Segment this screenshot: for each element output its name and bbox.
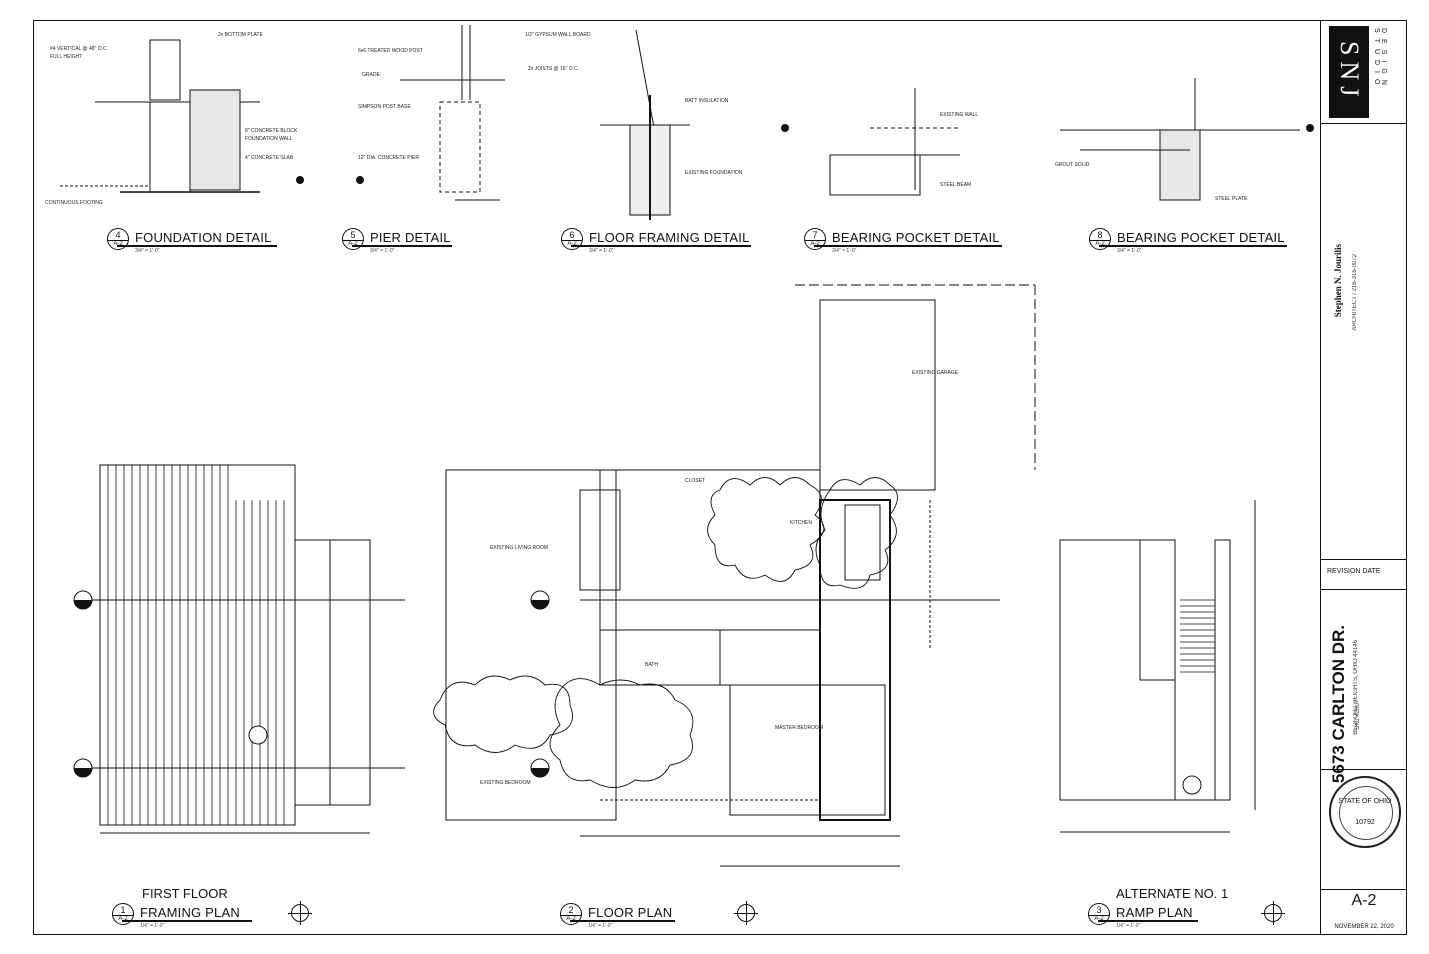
north-arrow-icon	[1261, 901, 1285, 925]
detail-title: BEARING POCKET DETAIL	[1117, 230, 1285, 245]
pier-note-1: 6x6 TREATED WOOD POST	[358, 48, 423, 54]
seal-cell: STATE OF OHIO 10792	[1321, 770, 1407, 890]
detail-sheet-ref: A-2	[805, 240, 825, 247]
detail-number: 6	[569, 230, 575, 240]
floor-note-2: 2x JOISTS @ 16" O.C.	[528, 66, 580, 72]
firm-logo: SNJ	[1329, 26, 1369, 118]
plan-sheet-ref: A-2	[113, 915, 133, 922]
detail-bubble: 4 A-2	[107, 228, 129, 250]
pier-note-2: GRADE	[362, 72, 380, 78]
bearing-note-4: STEEL PLATE	[1215, 196, 1248, 202]
foundation-note-3: FULL HEIGHT	[50, 54, 83, 60]
detail-sheet-ref: A-2	[562, 240, 582, 247]
firm-detail: ARCHITECT / 216-316-0072	[1352, 254, 1358, 331]
plan-room-label-master: MASTER BEDROOM	[775, 725, 824, 731]
plan-title: FRAMING PLAN	[140, 905, 240, 920]
plan-sheet-ref: A-2	[1089, 915, 1109, 922]
plan-room-label-garage: EXISTING GARAGE	[912, 370, 959, 376]
detail-scale: 3/4" = 1'-0"	[589, 248, 614, 254]
title-underline	[570, 920, 675, 922]
detail-bubble: 7 A-2	[804, 228, 826, 250]
revision-label: REVISION DATE	[1327, 568, 1381, 575]
plan-room-label-kitchen: KITCHEN	[790, 520, 812, 526]
plan-room-label-closet: CLOSET	[685, 478, 706, 484]
plan-number: 2	[568, 905, 574, 915]
plan-bubble: 3 A-2	[1088, 903, 1110, 925]
north-arrow-icon	[734, 901, 758, 925]
plan-scale: 1/4" = 1'-0"	[588, 923, 613, 929]
project-number: SNJ #2007	[1355, 700, 1361, 730]
detail-sheet-ref: A-2	[108, 240, 128, 247]
plan-scale: 1/4" = 1'-0"	[1116, 923, 1141, 929]
detail-sheet-ref: A-2	[343, 240, 363, 247]
floor-note-4: EXISTING FOUNDATION	[685, 170, 743, 176]
plan-title: FLOOR PLAN	[588, 905, 673, 920]
revision-cell: REVISION DATE	[1321, 560, 1407, 590]
detail-scale: 3/4" = 1'-0"	[370, 248, 395, 254]
foundation-note-1: 2x BOTTOM PLATE	[218, 32, 263, 38]
pier-note-3: SIMPSON POST BASE	[358, 104, 411, 110]
detail-scale: 3/4" = 1'-0"	[832, 248, 857, 254]
detail-title: BEARING POCKET DETAIL	[832, 230, 1000, 245]
bearing-note-3: GROUT SOLID	[1055, 162, 1090, 168]
plan-number: 3	[1096, 905, 1102, 915]
sheet-number: A-2	[1351, 892, 1377, 909]
sheet-border	[33, 20, 1407, 935]
project-title: 5673 CARLTON DR.	[1329, 625, 1348, 784]
plan-bubble: 2 A-2	[560, 903, 582, 925]
title-underline	[1098, 920, 1198, 922]
pier-note-4: 12" DIA. CONCRETE PIER	[358, 155, 419, 161]
plan-sheet-ref: A-2	[561, 915, 581, 922]
bearing-note-1: STEEL BEAM	[940, 182, 972, 188]
foundation-note-5: FOUNDATION WALL	[245, 136, 293, 142]
title-underline	[571, 245, 751, 247]
plan-room-label-bedroom: EXISTING BEDROOM	[480, 780, 531, 786]
title-underline	[352, 245, 452, 247]
seal-inner-ring	[1339, 786, 1393, 840]
plan-number: 1	[120, 905, 126, 915]
detail-title: FLOOR FRAMING DETAIL	[589, 230, 750, 245]
foundation-note-2: #4 VERTICAL @ 48" O.C.	[50, 46, 108, 52]
firm-logo-subtitle: DESIGN STUDIO	[1373, 28, 1387, 91]
north-arrow-icon	[288, 901, 312, 925]
plan-room-label-living: EXISTING LIVING ROOM	[490, 545, 549, 551]
foundation-note-7: CONTINUOUS FOOTING	[45, 200, 103, 206]
logo-cell: SNJ DESIGN STUDIO	[1321, 20, 1407, 124]
floor-note-3: BATT INSULATION	[685, 98, 729, 104]
title-underline	[1099, 245, 1287, 247]
plan-title: RAMP PLAN	[1116, 905, 1193, 920]
firm-name: Stephen N. Jourilis	[1333, 244, 1343, 318]
plan-3-title-line1: ALTERNATE NO. 1	[1116, 886, 1229, 901]
plan-bubble: 1 A-2	[112, 903, 134, 925]
plan-1-title-line1: FIRST FLOOR	[142, 886, 228, 901]
detail-bubble: 6 A-2	[561, 228, 583, 250]
detail-number: 7	[812, 230, 818, 240]
project-cell: 5673 CARLTON DR. BEDFORD HEIGHTS, OHIO 4…	[1321, 590, 1407, 783]
detail-bubble: 8 A-2	[1089, 228, 1111, 250]
title-block: SNJ DESIGN STUDIO Stephen N. Jourilis AR…	[1320, 20, 1407, 935]
detail-number: 4	[115, 230, 121, 240]
detail-number: 8	[1097, 230, 1103, 240]
detail-scale: 3/4" = 1'-0"	[1117, 248, 1142, 254]
detail-title: FOUNDATION DETAIL	[135, 230, 272, 245]
title-underline	[814, 245, 1002, 247]
foundation-note-4: 8" CONCRETE BLOCK	[245, 128, 298, 134]
title-underline	[122, 920, 252, 922]
title-underline	[117, 245, 277, 247]
detail-number: 5	[350, 230, 356, 240]
foundation-note-6: 4" CONCRETE SLAB	[245, 155, 294, 161]
bearing-note-2: EXISTING WALL	[940, 112, 979, 118]
detail-scale: 3/4" = 1'-0"	[135, 248, 160, 254]
plan-scale: 1/4" = 1'-0"	[140, 923, 165, 929]
firm-cell: Stephen N. Jourilis ARCHITECT / 216-316-…	[1321, 124, 1407, 560]
detail-title: PIER DETAIL	[370, 230, 451, 245]
plan-room-label-bath: BATH	[645, 662, 658, 668]
detail-bubble: 5 A-2	[342, 228, 364, 250]
architect-seal: STATE OF OHIO 10792	[1329, 776, 1401, 848]
detail-sheet-ref: A-2	[1090, 240, 1110, 247]
sheet-date: NOVEMBER 22, 2020	[1334, 924, 1394, 930]
floor-note-1: 1/2" GYPSUM WALL BOARD	[525, 32, 591, 38]
